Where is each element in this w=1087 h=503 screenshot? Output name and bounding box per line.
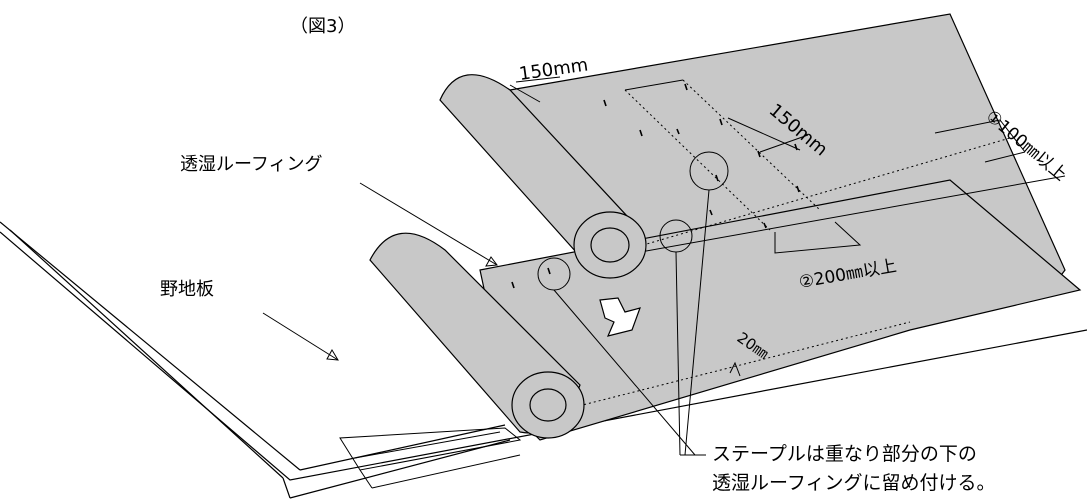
svg-text:野地板: 野地板	[160, 279, 214, 300]
sheathing-board	[0, 221, 1087, 499]
roll-upper	[439, 74, 647, 279]
staples	[511, 83, 800, 289]
svg-text:透湿ルーフィングに留め付ける。: 透湿ルーフィングに留め付ける。	[712, 472, 995, 494]
sheathing-label: 野地板	[160, 279, 339, 361]
figure-caption: （図3）	[290, 16, 355, 37]
membrane-label: 透湿ルーフィング	[180, 154, 498, 267]
direction-arrow	[599, 297, 641, 337]
roll-lower	[369, 232, 585, 439]
svg-text:ステープルは重なり部分の下の: ステープルは重なり部分の下の	[712, 443, 977, 465]
staple-note: ステープルは重なり部分の下の 透湿ルーフィングに留め付ける。	[712, 443, 995, 494]
svg-text:透湿ルーフィング: 透湿ルーフィング	[180, 154, 323, 175]
staple-callouts	[537, 151, 729, 456]
